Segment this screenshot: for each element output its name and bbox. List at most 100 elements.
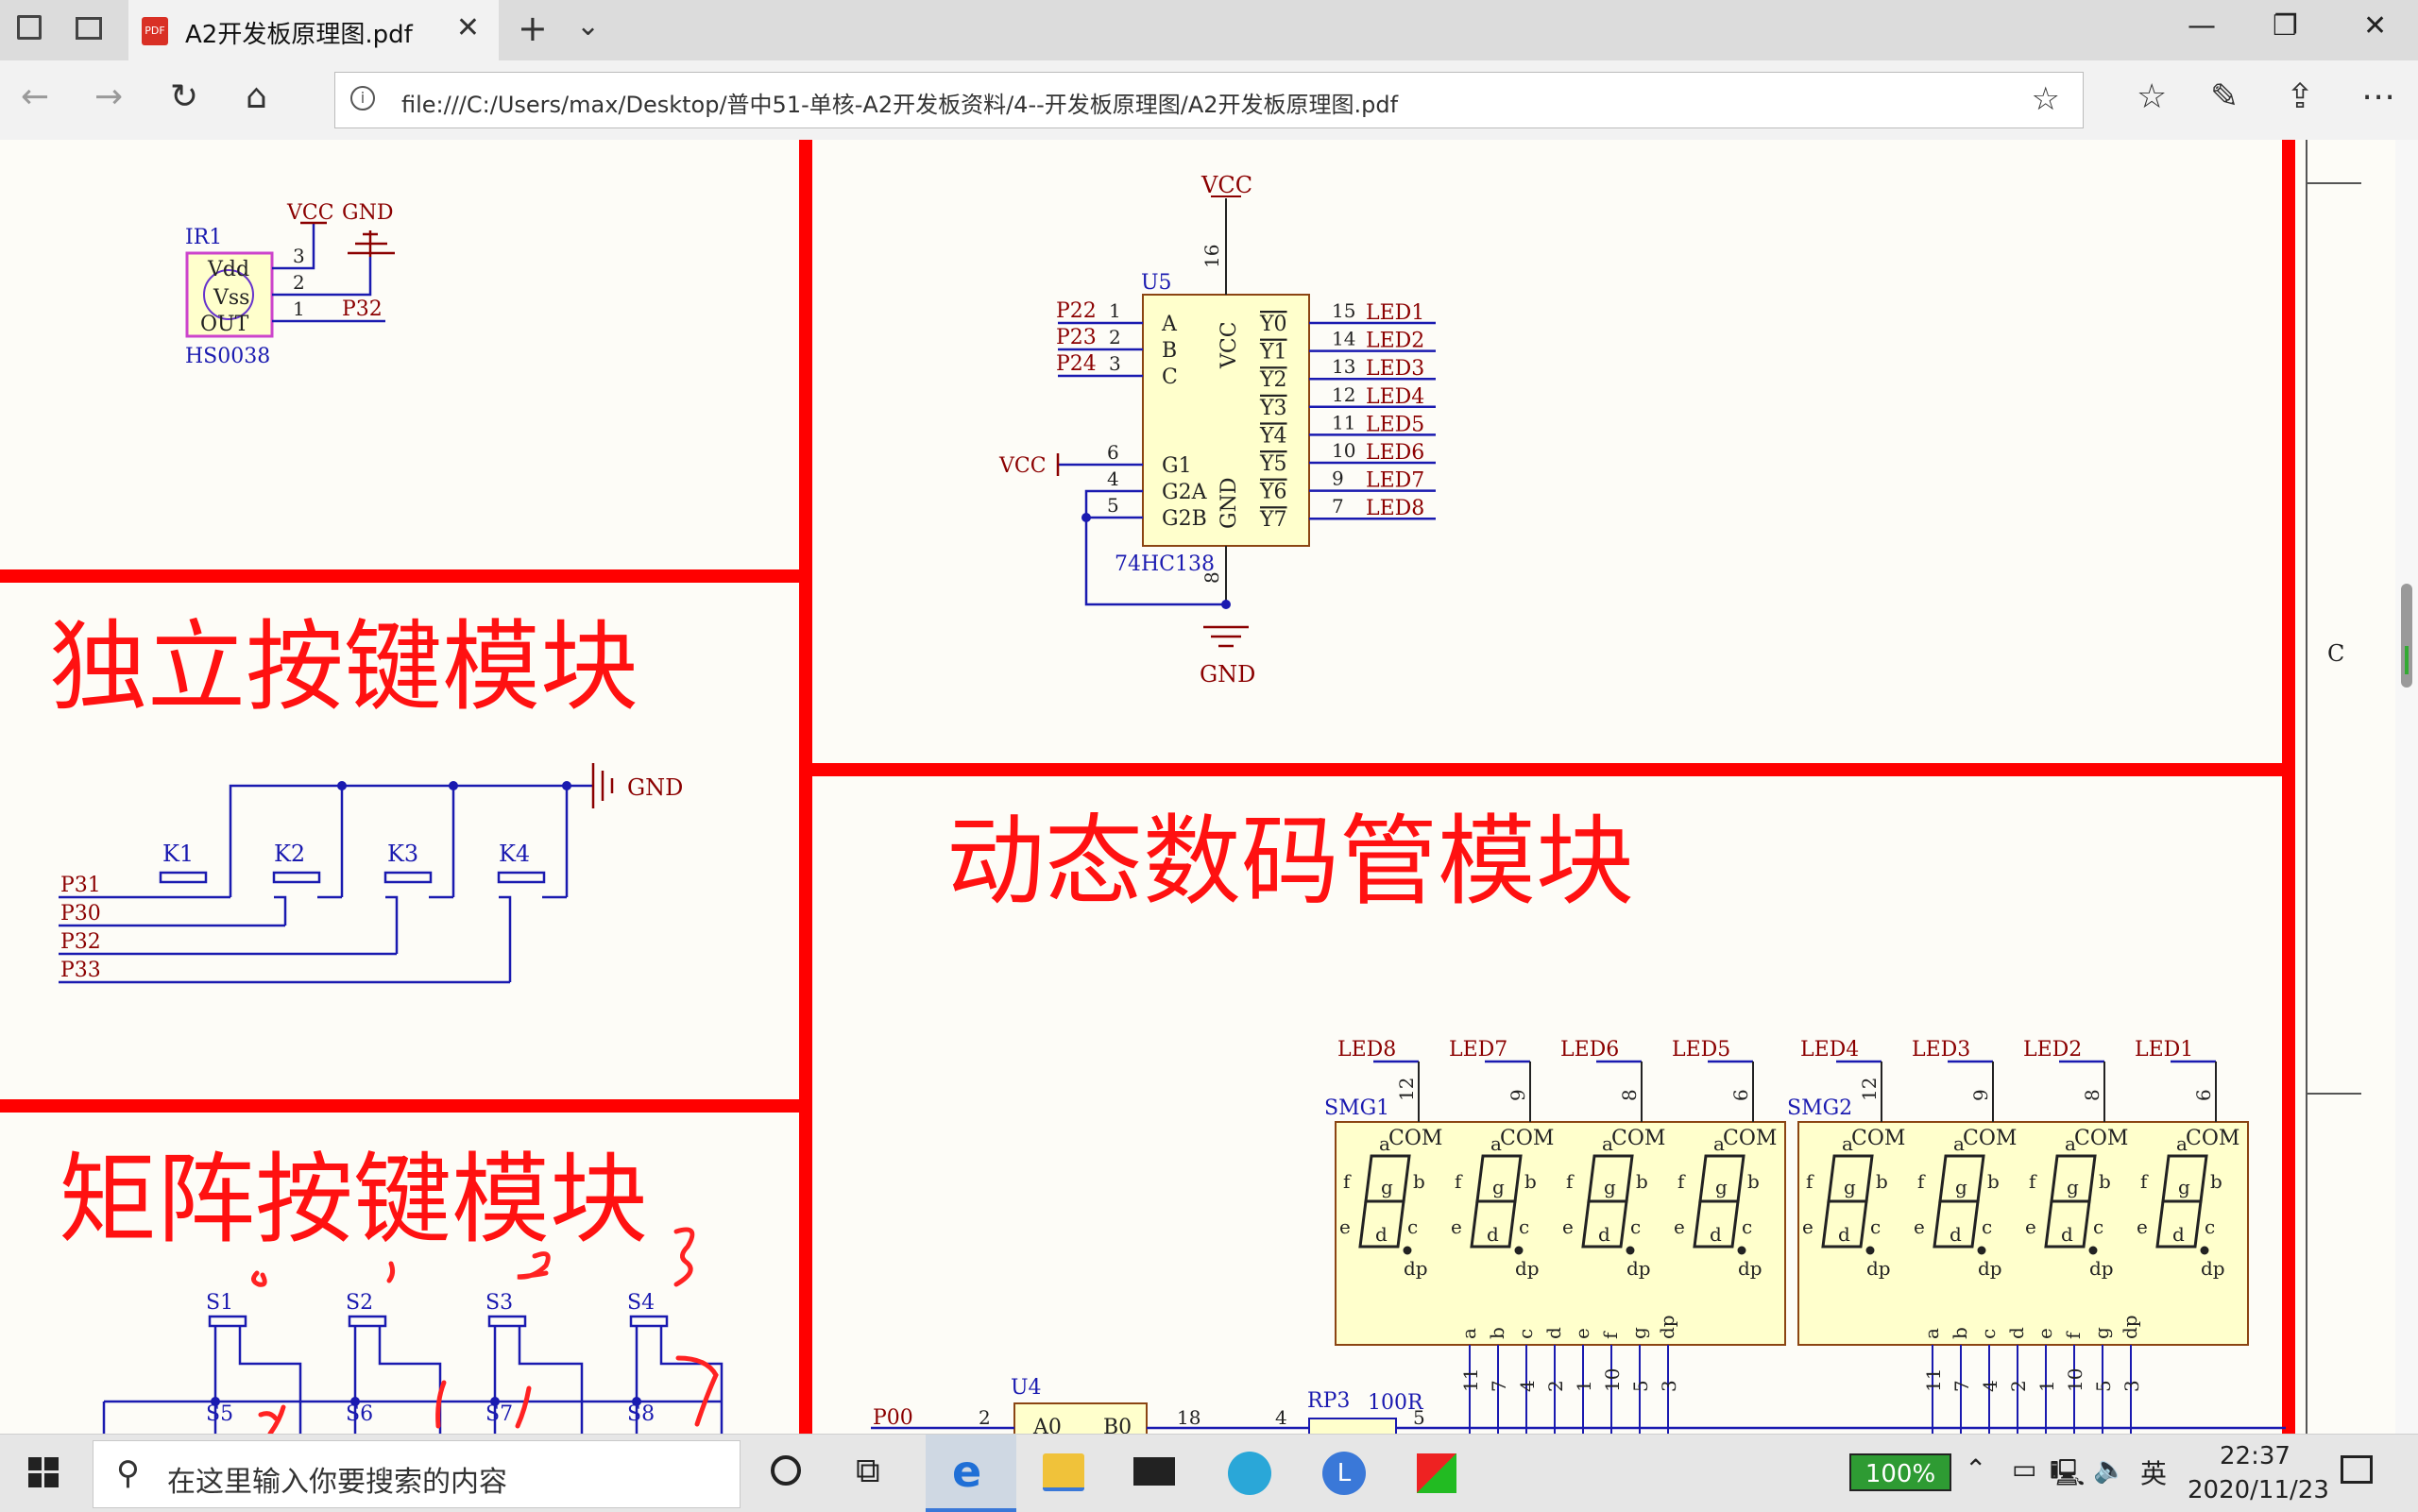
net-led2: LED2 (1366, 330, 1424, 353)
forward-icon[interactable]: → (94, 77, 124, 116)
battery-icon[interactable]: 100% (1849, 1453, 1951, 1491)
favorites-list-icon[interactable]: ☆ (2137, 77, 2168, 116)
segment-label: d (1598, 1223, 1610, 1246)
maximize-icon[interactable]: ❐ (2273, 9, 2298, 42)
matrix-keys: S1 S2 S3 S4 S5 S6 S7 S8 (102, 1227, 724, 1434)
taskbar-search-box[interactable]: ⚲ 在这里输入你要搜索的内容 (93, 1440, 741, 1508)
segment-label: c (2205, 1215, 2215, 1238)
decoder-vcc-in: VCC (998, 454, 1047, 478)
home-icon[interactable]: ⌂ (246, 77, 267, 116)
rp3-ref: RP3 (1307, 1389, 1350, 1413)
network-icon[interactable]: 🖳 (2050, 1457, 2086, 1488)
net-led4: LED4 (1366, 385, 1424, 409)
active-tab[interactable]: PDF A2开发板原理图.pdf ✕ (128, 0, 499, 60)
edge-icon[interactable]: e (926, 1435, 1016, 1512)
segment-pin-number: 5 (2092, 1380, 2115, 1392)
back-icon[interactable]: ← (21, 77, 50, 116)
com-pin: 9 (1507, 1089, 1529, 1101)
cortana-icon[interactable] (771, 1455, 801, 1486)
segment-pin-label: d (2005, 1327, 2028, 1339)
rp3-pin5: 5 (1413, 1406, 1425, 1429)
segment-label: c (1407, 1215, 1418, 1238)
com-pin: 9 (1969, 1089, 1992, 1101)
u4-b0: B0 (1103, 1416, 1132, 1434)
show-hidden-icons-chevron-icon[interactable]: ⌃ (1965, 1453, 1987, 1485)
minimize-icon[interactable]: — (2188, 9, 2216, 42)
ir-part: HS0038 (185, 345, 270, 368)
windows-start-icon[interactable] (28, 1457, 59, 1487)
file-explorer-icon[interactable] (1043, 1453, 1084, 1491)
net-p22: P22 (1056, 299, 1097, 323)
app-squares-icon[interactable] (1417, 1453, 1456, 1493)
segment-pin-number: 11 (1922, 1368, 1945, 1392)
net-led3: LED3 (1366, 357, 1424, 381)
net-led2: LED2 (2023, 1038, 2082, 1062)
com-pin: 6 (1729, 1089, 1752, 1101)
segment-label: dp (1866, 1257, 1891, 1280)
set-aside-tabs-icon[interactable] (76, 17, 102, 40)
pin-a-num: 1 (1109, 299, 1121, 322)
digit-com: COM (1963, 1127, 2017, 1150)
share-icon[interactable]: ⇪ (2286, 77, 2315, 116)
page-border (2306, 140, 2361, 1434)
decoder-output-y1: Y1 (1259, 341, 1287, 365)
com-pin: 6 (2192, 1089, 2215, 1101)
ime-indicator[interactable]: 英 (2140, 1458, 2168, 1489)
decoder-gnd-pin: GND (1218, 478, 1241, 529)
segment-pin-number: 4 (1979, 1380, 2001, 1392)
close-tab-icon[interactable]: ✕ (455, 11, 480, 44)
vertical-scrollbar[interactable] (2395, 140, 2418, 1434)
segment-label: c (1982, 1215, 1992, 1238)
seven-segment-digit (2044, 1154, 2098, 1255)
segment-pin-number: 1 (1573, 1380, 1595, 1392)
mail-icon[interactable] (1133, 1457, 1175, 1486)
ir-pin1: 1 (293, 297, 305, 320)
segment-label: g (2067, 1176, 2079, 1198)
volume-icon[interactable]: 🔈 (2093, 1453, 2126, 1485)
segment-label: a (1842, 1132, 1853, 1155)
refresh-icon[interactable]: ↻ (170, 77, 199, 116)
net-led6: LED6 (1366, 441, 1424, 465)
ir-net: P32 (342, 297, 383, 321)
digit-com: COM (2074, 1127, 2128, 1150)
scrollbar-thumb[interactable] (2401, 584, 2412, 688)
notification-icon[interactable] (2341, 1455, 2373, 1484)
pen-icon[interactable]: ✎ (2210, 77, 2239, 116)
task-view-icon[interactable]: ⧉ (856, 1452, 880, 1490)
app-circle-icon[interactable] (1228, 1452, 1271, 1495)
ir-pin-out: OUT (200, 313, 249, 336)
clock-time[interactable]: 22:37 (2220, 1442, 2290, 1470)
net-p31: P31 (60, 874, 101, 897)
display-ref: SMG2 (1787, 1096, 1852, 1120)
clock-date[interactable]: 2020/11/23 (2188, 1476, 2329, 1504)
segment-label: g (1715, 1176, 1728, 1198)
segment-label: d (1950, 1223, 1962, 1246)
segment-label: b (2099, 1170, 2111, 1193)
switch-s3: S3 (485, 1291, 513, 1315)
segment-pin-label: c (1977, 1329, 2000, 1339)
u5-part: 74HC138 (1115, 552, 1215, 576)
decoder-output-y2: Y2 (1259, 368, 1287, 392)
pin-g2a-name: G2A (1162, 481, 1208, 504)
address-bar[interactable]: i file:///C:/Users/max/Desktop/普中51-单核-A… (334, 72, 2084, 128)
app-l-icon[interactable]: L (1322, 1452, 1366, 1495)
net-led1: LED1 (1366, 301, 1424, 325)
pdf-viewer[interactable]: C IR1 Vdd Vss OUT HS0038 3 2 (0, 140, 2418, 1434)
segment-label: e (1914, 1215, 1925, 1238)
tray-device-icon[interactable]: ▭ (2012, 1453, 2037, 1485)
tab-title: A2开发板原理图.pdf (185, 21, 413, 49)
pin-b-name: B (1162, 339, 1177, 363)
com-pin: 8 (2081, 1089, 2103, 1101)
favorite-star-icon[interactable]: ☆ (2031, 80, 2060, 118)
segment-pin-number: 2 (2007, 1380, 2030, 1392)
decoder-output-pin: 11 (1332, 411, 1355, 433)
new-tab-icon[interactable]: + (518, 8, 548, 49)
info-icon[interactable]: i (350, 86, 375, 110)
close-window-icon[interactable]: ✕ (2363, 9, 2388, 42)
tab-list-chevron-icon[interactable]: ⌄ (576, 9, 601, 42)
tab-overview-icon[interactable] (17, 15, 42, 40)
more-icon[interactable]: ⋯ (2361, 77, 2395, 116)
segment-label: e (1339, 1215, 1351, 1238)
decoder-output-pin: 9 (1332, 467, 1344, 490)
bottom-components: U4 A0 B0 P00 2 18 4 RP3 100R 5 (871, 1376, 2286, 1434)
